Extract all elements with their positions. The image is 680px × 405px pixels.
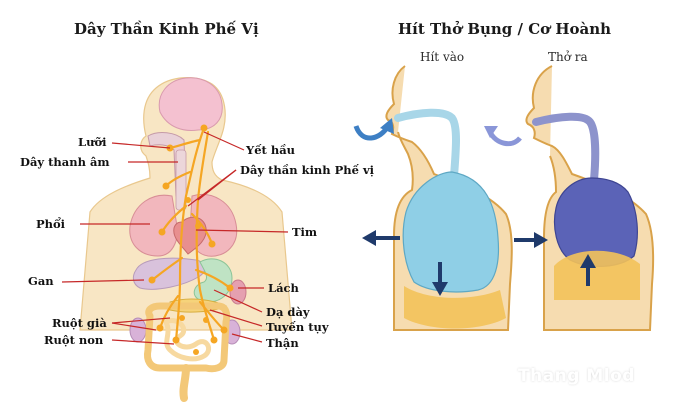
label-spleen: Lách xyxy=(268,281,299,295)
inhale-airway xyxy=(394,108,460,180)
exhale-label: Thở ra xyxy=(548,50,588,64)
label-vagus-nerve: Dây thần kinh Phế vị xyxy=(240,163,375,177)
label-liver: Gan xyxy=(28,274,54,288)
spleen-organ xyxy=(229,279,247,305)
large-intestine xyxy=(144,302,231,373)
label-large-intestine: Ruột già xyxy=(52,316,107,330)
exhale-curved-arrow xyxy=(487,130,522,147)
label-lungs: Phổi xyxy=(36,217,66,231)
inhale-lungs xyxy=(402,171,500,293)
label-kidney: Thận xyxy=(266,336,299,350)
exhale-airway xyxy=(532,112,600,184)
label-stomach: Dạ dày xyxy=(266,305,310,319)
rectum xyxy=(179,364,190,402)
right-panel-title: Hít Thở Bụng / Cơ Hoành xyxy=(398,20,612,38)
inhale-abdomen xyxy=(404,286,506,329)
inhale-label: Hít vào xyxy=(420,50,465,64)
left-panel-title: Dây Thần Kinh Phế Vị xyxy=(74,20,259,38)
small-intestine xyxy=(163,318,211,362)
arrow-group xyxy=(353,118,596,296)
label-pharynx: Yết hầu xyxy=(246,143,296,157)
label-leader-lines xyxy=(61,131,289,345)
label-vocal-cords: Dây thanh âm xyxy=(20,155,110,169)
label-tongue: Lưỡi xyxy=(78,135,107,149)
nerve-nodes xyxy=(148,124,234,355)
exhale-diaphragm xyxy=(554,250,640,300)
label-pancreas: Tuyến tụy xyxy=(266,320,329,334)
left-lung xyxy=(129,194,179,257)
brain xyxy=(158,77,223,131)
watermark: Thang Mlod xyxy=(518,366,635,386)
label-small-intestine: Ruột non xyxy=(44,333,104,347)
label-heart: Tim xyxy=(292,225,318,239)
